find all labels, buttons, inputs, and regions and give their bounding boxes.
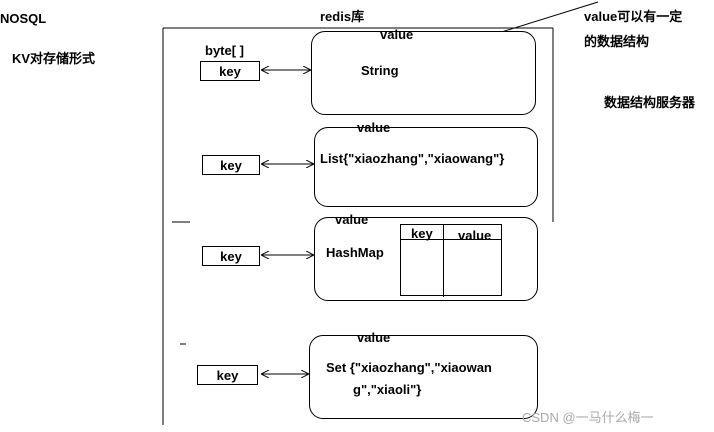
hashmap-table-value-header: value [458,228,492,243]
value-box-string [311,31,536,115]
nosql-label: NOSQL [0,11,47,26]
annotation-text: value可以有一定 [584,9,683,24]
value-box-list [314,127,538,207]
value-box-set [309,335,538,419]
set-content-line-2: g","xiaoli"} [353,382,422,397]
value-label-row-3: value [335,212,369,227]
watermark: CSDN @一马什么梅一 [522,410,654,425]
value-label-row-1: value [380,27,414,42]
value-label-row-4: value [357,330,391,345]
string-content: String [361,63,399,78]
key-box-row-3: key [202,246,260,266]
annotation-text-line2: 的数据结构 [584,34,650,49]
value-label-row-2: value [357,120,391,135]
redis-title: redis库 [320,9,365,24]
set-content-line-1: Set {"xiaozhang","xiaowan [326,360,492,375]
list-content: List{"xiaozhang","xiaowang"} [320,151,505,166]
kv-storage-label: KV对存储形式 [12,51,96,66]
hashmap-table-divider [443,225,444,297]
byte-label: byte[ ] [205,43,244,58]
value-box-hashmap [314,217,538,301]
hashmap-table-key-header: key [411,226,433,241]
key-box-row-4: key [197,365,258,385]
hashmap-content: HashMap [326,245,384,260]
key-box-row-1: key [200,61,260,81]
structure-server-label: 数据结构服务器 [604,95,696,110]
key-box-row-2: key [202,155,260,175]
hashmap-table-header-line [401,239,501,240]
hashmap-table: key value [400,224,502,297]
